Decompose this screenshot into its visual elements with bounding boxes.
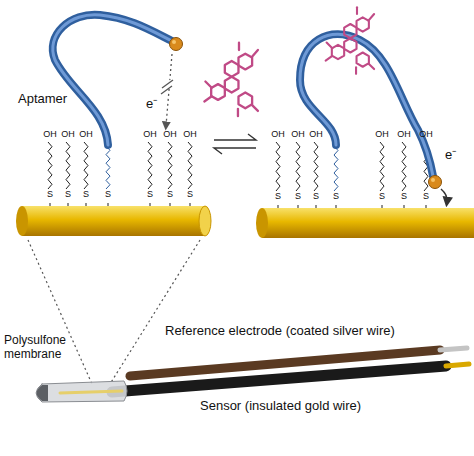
hydroxyl-label: OH — [397, 129, 411, 139]
hydroxyl-label: OH — [43, 129, 57, 139]
sulfur-label: S — [423, 191, 429, 201]
sulfur-label: S — [83, 189, 89, 199]
target-molecule — [204, 7, 374, 116]
hydroxyl-label: OH — [309, 129, 323, 139]
hydroxyl-label: OH — [183, 129, 197, 139]
electron-label: e⁻ — [146, 97, 157, 112]
sulfur-label: S — [167, 189, 173, 199]
sulfur-label: S — [65, 189, 71, 199]
sulfur-label: S — [295, 191, 301, 201]
gold-electrode — [16, 206, 211, 236]
equilibrium-arrows — [214, 134, 256, 154]
alkyl-chain — [402, 142, 406, 191]
target-molecule — [326, 7, 374, 74]
thiol-bond — [50, 203, 51, 206]
hydroxyl-label: OH — [375, 129, 389, 139]
alkyl-chain — [48, 142, 52, 189]
thiol-bond — [190, 203, 191, 206]
zoom-lines — [28, 240, 200, 384]
hydroxyl-label: OH — [419, 129, 433, 139]
hydroxyl-label: OH — [61, 129, 75, 139]
sulfur-label: S — [401, 191, 407, 201]
alkyl-chain — [168, 142, 172, 189]
thiol-chains — [48, 142, 428, 208]
part-label: Aptamer — [18, 92, 67, 107]
thiol-bond — [336, 205, 337, 208]
thiol-bond — [108, 203, 109, 206]
alkyl-chain — [380, 142, 384, 191]
part-label: Polysulfone membrane — [4, 334, 78, 362]
sensor-probe — [36, 348, 469, 402]
part-label: Sensor (insulated gold wire) — [200, 399, 361, 414]
thiol-bond — [426, 205, 427, 208]
hydroxyl-label: OH — [79, 129, 93, 139]
sulfur-label: S — [379, 191, 385, 201]
thiol-bond — [150, 203, 151, 206]
electron-transfer-arrow — [160, 54, 447, 202]
thiol-bond — [298, 205, 299, 208]
sulfur-label: S — [187, 189, 193, 199]
sulfur-label: S — [313, 191, 319, 201]
alkyl-chain — [84, 142, 88, 189]
thiol-bond — [316, 205, 317, 208]
thiol-bond — [86, 203, 87, 206]
gold-electrode — [256, 208, 474, 238]
alkyl-chain — [106, 146, 110, 189]
hydroxyl-label: OH — [291, 129, 305, 139]
alkyl-chain — [334, 146, 338, 191]
aptamer-strand — [53, 15, 433, 176]
electron-label: e⁻ — [445, 148, 456, 163]
hydroxyl-label: OH — [163, 129, 177, 139]
alkyl-chain — [148, 142, 152, 189]
sulfur-label: S — [47, 189, 53, 199]
redox-reporter — [170, 38, 442, 189]
alkyl-chain — [296, 142, 300, 191]
alkyl-chain — [188, 142, 192, 189]
alkyl-chain — [314, 142, 318, 191]
thiol-bond — [382, 205, 383, 208]
thiol-bond — [278, 205, 279, 208]
target-molecule — [204, 43, 258, 117]
thiol-bond — [68, 203, 69, 206]
sulfur-label: S — [333, 191, 339, 201]
hydroxyl-label: OH — [271, 129, 285, 139]
alkyl-chain — [276, 142, 280, 191]
hydroxyl-label: OH — [143, 129, 157, 139]
part-label: Reference electrode (coated silver wire) — [165, 324, 395, 339]
sulfur-label: S — [105, 189, 111, 199]
thiol-bond — [404, 205, 405, 208]
sulfur-label: S — [275, 191, 281, 201]
alkyl-chain — [66, 142, 70, 189]
thiol-bond — [170, 203, 171, 206]
sulfur-label: S — [147, 189, 153, 199]
